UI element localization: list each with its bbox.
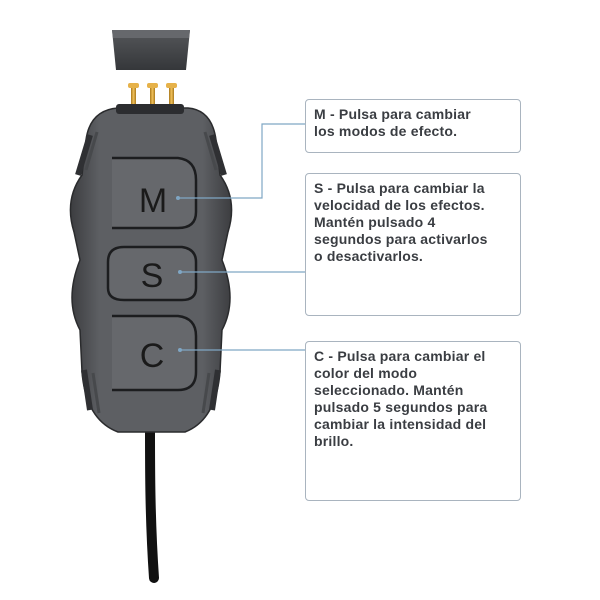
leader-dot-m <box>176 196 180 200</box>
leader-line-m <box>178 123 305 199</box>
callout-m-description: M - Pulsa para cambiar los modos de efec… <box>305 99 521 153</box>
s-button-letter: S <box>141 257 164 295</box>
leader-dot-s <box>178 270 182 274</box>
leader-lines <box>178 123 305 351</box>
c-button: C <box>112 314 198 392</box>
callout-c-description: C - Pulsa para cambiar el color del modo… <box>305 341 521 501</box>
connector-pins <box>128 83 177 111</box>
callout-s-description: S - Pulsa para cambiar la velocidad de l… <box>305 173 521 316</box>
cable <box>145 423 159 583</box>
c-button-letter: C <box>140 337 165 375</box>
connector-cap <box>112 30 190 70</box>
leader-dot-c <box>178 348 182 352</box>
m-button-letter: M <box>139 182 167 220</box>
s-button: S <box>106 245 198 302</box>
m-button: M <box>112 156 198 230</box>
